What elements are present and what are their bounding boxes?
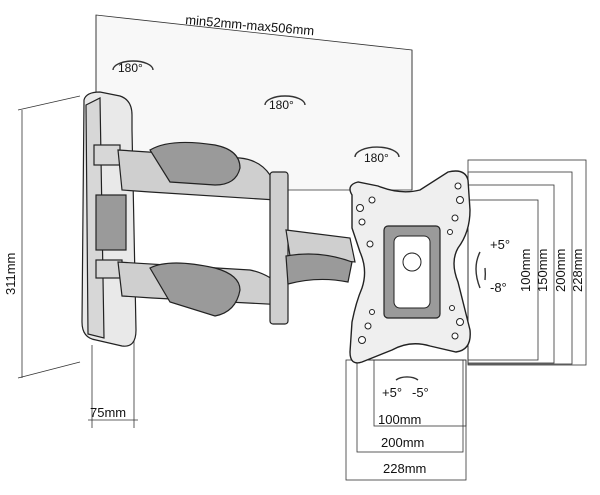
vesa-w-228-label: 228mm (383, 461, 426, 476)
vesa-h-228-label: 228mm (570, 249, 585, 292)
swivel-left-label: +5° (382, 385, 402, 400)
swivel-indicator: +5° -5° (382, 376, 429, 400)
vesa-h-100-label: 100mm (518, 249, 533, 292)
depth-dimension: 75mm (88, 338, 138, 428)
rotation-indicator-3: 180° (354, 146, 400, 165)
articulating-arms (117, 141, 356, 325)
wall-plate (81, 91, 137, 347)
vesa-w-100-label: 100mm (378, 412, 421, 427)
vesa-h-150-label: 150mm (535, 249, 550, 292)
tilt-indicator: +5° -8° (475, 237, 510, 295)
rotation-indicator-2: 180° (264, 95, 306, 112)
rotation-label-1: 180° (118, 61, 143, 75)
tilt-up-label: +5° (490, 237, 510, 252)
vesa-plate (349, 170, 471, 364)
vesa-height-boxes (467, 159, 587, 366)
rotation-indicator-1: 180° (112, 60, 154, 75)
height-label: 311mm (3, 253, 18, 295)
depth-label: 75mm (90, 405, 126, 420)
height-dimension: 311mm (3, 95, 81, 379)
vesa-h-200-label: 200mm (553, 249, 568, 292)
vesa-width-boxes (345, 359, 467, 481)
rotation-label-3: 180° (364, 151, 389, 165)
tilt-down-label: -8° (490, 280, 507, 295)
vesa-w-200-label: 200mm (381, 435, 424, 450)
swivel-right-label: -5° (412, 385, 429, 400)
rotation-label-2: 180° (269, 98, 294, 112)
